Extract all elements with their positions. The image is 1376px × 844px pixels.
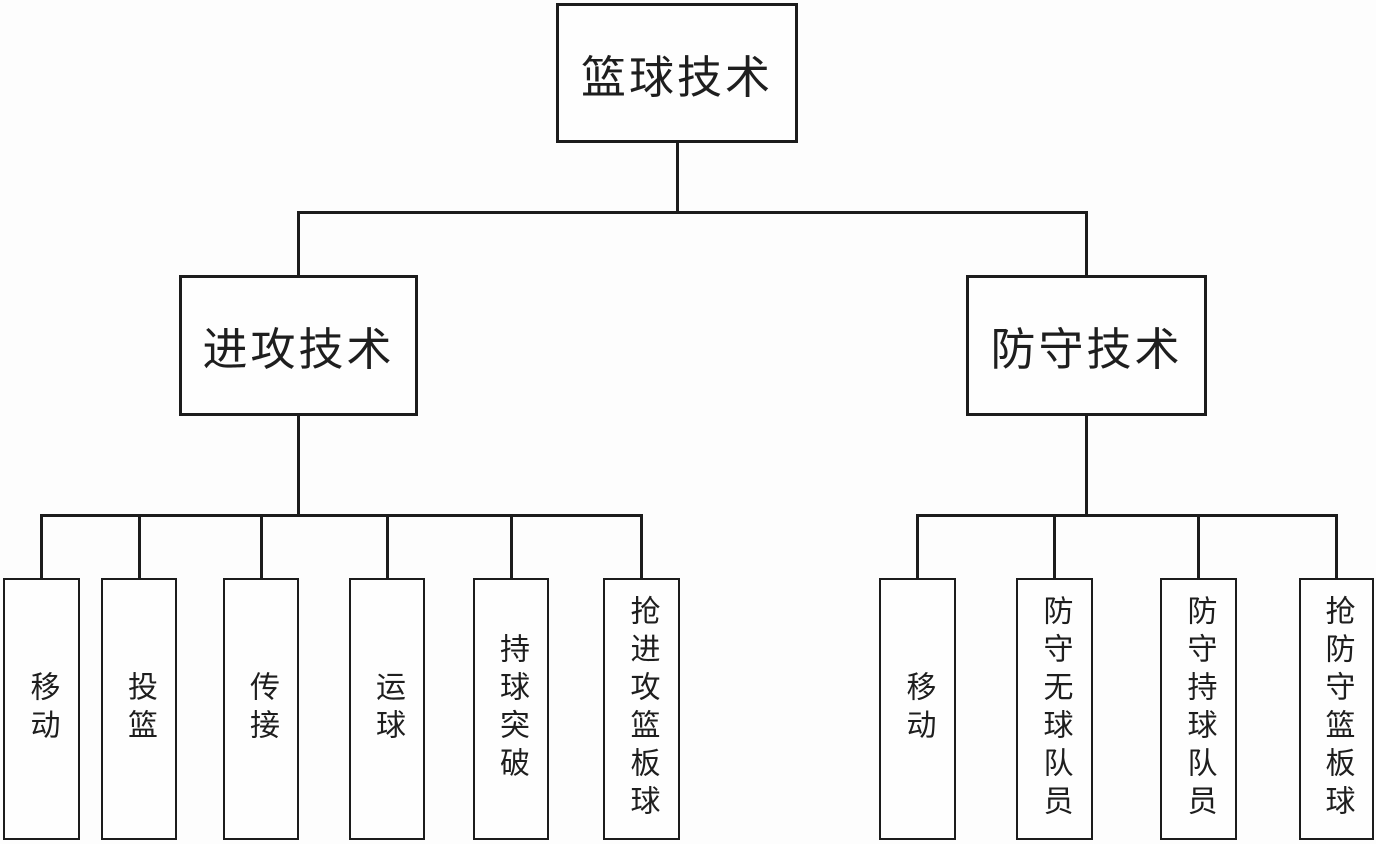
leaf-label: 抢防守篮板球: [1320, 595, 1354, 823]
leaf-label: 持球突破: [495, 633, 528, 785]
connector-defense-drop: [1085, 211, 1088, 278]
node-leaf-offense-2: 投篮: [101, 578, 177, 840]
node-leaf-offense-1: 移动: [3, 578, 80, 840]
node-leaf-offense-6: 抢进攻篮板球: [603, 578, 680, 840]
connector-offense-leaf-drop-1: [40, 514, 43, 580]
connector-defense-stem: [1085, 414, 1088, 516]
leaf-label: 运球: [371, 671, 404, 747]
connector-offense-hbar: [40, 514, 643, 517]
leaf-label: 投篮: [123, 671, 156, 747]
connector-defense-leaf-drop-3: [1197, 514, 1200, 580]
node-offense: 进攻技术: [179, 275, 418, 416]
connector-offense-stem: [297, 414, 300, 516]
node-leaf-defense-1: 移动: [879, 578, 956, 840]
connector-offense-leaf-drop-6: [640, 514, 643, 580]
node-root: 篮球技术: [556, 3, 798, 143]
leaf-label: 抢进攻篮板球: [625, 595, 659, 823]
connector-top-hbar: [297, 211, 1088, 214]
connector-offense-leaf-drop-5: [510, 514, 513, 580]
connector-root-stem: [676, 142, 679, 214]
node-offense-label: 进攻技术: [202, 324, 395, 375]
node-root-label: 篮球技术: [580, 51, 773, 103]
node-leaf-defense-3: 防守持球队员: [1160, 578, 1237, 840]
leaf-label: 防守持球队员: [1182, 595, 1216, 823]
connector-defense-hbar: [916, 514, 1338, 517]
node-leaf-defense-2: 防守无球队员: [1016, 578, 1093, 840]
leaf-label: 防守无球队员: [1038, 595, 1072, 823]
connector-defense-leaf-drop-2: [1053, 514, 1056, 580]
connector-defense-leaf-drop-1: [916, 514, 919, 580]
leaf-label: 传接: [245, 671, 278, 747]
connector-offense-leaf-drop-4: [386, 514, 389, 580]
leaf-label: 移动: [901, 671, 935, 747]
node-defense: 防守技术: [966, 275, 1207, 416]
connector-defense-leaf-drop-4: [1335, 514, 1338, 580]
node-leaf-offense-4: 运球: [349, 578, 425, 840]
node-defense-label: 防守技术: [990, 324, 1183, 375]
node-leaf-offense-5: 持球突破: [473, 578, 549, 840]
node-leaf-offense-3: 传接: [223, 578, 299, 840]
leaf-label: 移动: [25, 671, 59, 747]
node-leaf-defense-4: 抢防守篮板球: [1299, 578, 1374, 840]
connector-offense-leaf-drop-2: [138, 514, 141, 580]
connector-offense-drop: [297, 211, 300, 278]
connector-offense-leaf-drop-3: [260, 514, 263, 580]
